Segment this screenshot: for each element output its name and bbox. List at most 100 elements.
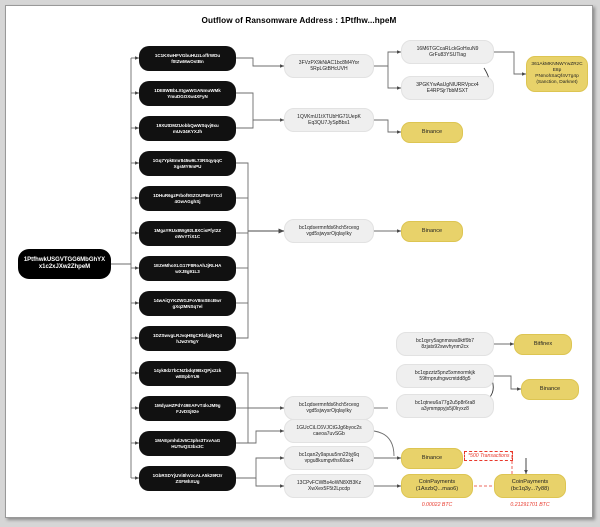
node-line2: oWvYTiX1C bbox=[174, 233, 201, 239]
service-line1: 361AkMKNNWYwZRzCE8p bbox=[531, 62, 583, 74]
service-line2: PNmohSaQf4V7g4p bbox=[535, 74, 579, 79]
node-line2: gXq2MNSq7el bbox=[172, 303, 203, 309]
service-label: Binance bbox=[539, 386, 561, 393]
node-line2: f0tZwMwOstBn bbox=[171, 58, 204, 64]
service-line2: (bc1q3y...7y88) bbox=[510, 486, 550, 492]
node-line1: 1DE8WBbLXtgwWGANmuWMk bbox=[154, 88, 221, 94]
hop-line1: 16M6TGCcaRLckGoHxuN9 bbox=[416, 45, 479, 52]
node-line1: 1MdyaHZPdY49EAFvT4loJM9g bbox=[154, 403, 221, 409]
amount-label-right: 0.21291701 BTC bbox=[510, 502, 550, 508]
page-title: Outflow of Ransomware Address : 1Ptfhw..… bbox=[201, 16, 397, 25]
hop-line2: vgd5sjwysrOjqlayIky bbox=[306, 231, 352, 237]
service-node-sanction[interactable]: 361AkMKNNWYwZRzCE8p PNmohSaQf4V7g4p (San… bbox=[526, 56, 588, 92]
hop-line1: 3FVzPX9kNiAC1bc8M4Yor bbox=[298, 59, 360, 66]
service-label: Bitfinex bbox=[533, 341, 553, 348]
root-line1: 1PtfhwkUSGVTGG6MbGhYX bbox=[23, 256, 106, 263]
hop-line1: bc1qyry5agnmswa9ktf9b7 bbox=[415, 337, 475, 344]
hop-line2: 5RpLGtBHcUVH bbox=[310, 66, 348, 72]
node-line1: 14wAiQYKZWGJFoV8mSEcBwr bbox=[153, 298, 222, 304]
node-line2: hJw2V5gY bbox=[176, 338, 199, 344]
service-node-binance-3[interactable]: Binance bbox=[521, 379, 579, 400]
service-line3: (Sanction, Darknet) bbox=[536, 79, 578, 85]
transactions-note: *500 Transactions bbox=[464, 451, 514, 461]
hop-line1: 1GUcCiLC6VJCtGJg6byoc2s bbox=[296, 424, 362, 431]
node-line1: 1C1KXwHFVGbuHUzLoffrWDu bbox=[154, 53, 221, 59]
hop-line1: 3PGKYwAaUgNIURRVpcx4 bbox=[416, 81, 479, 88]
root-line2: x1c2xJXw2ZhpeM bbox=[38, 264, 91, 270]
hop-line2: a3ymmppyjs5j0lryxz8 bbox=[421, 406, 469, 412]
hop-line2: E4RPSjr7bbMSXT bbox=[426, 88, 469, 94]
diagram-canvas: Outflow of Ransomware Address : 1Ptfhw..… bbox=[5, 5, 593, 518]
node-line2: mUv34KYXJh bbox=[172, 128, 203, 134]
node-line2: 4GwAGghSj bbox=[174, 198, 201, 204]
hop-line1: bc1qdsermnfds6hch5rcexg bbox=[298, 401, 360, 408]
hop-line2: GrFu83YSUTiag bbox=[429, 52, 466, 58]
service-line1: CoinPayments bbox=[418, 479, 456, 486]
hop-line2: vpgu8kumgvths60ac4 bbox=[304, 458, 354, 464]
service-node-binance-2[interactable]: Binance bbox=[401, 221, 463, 242]
node-line2: wEEpbYU6 bbox=[175, 373, 200, 379]
service-node-binance-1[interactable]: Binance bbox=[401, 122, 463, 143]
node-line2: YmuDGOXw4XFyN bbox=[167, 93, 208, 99]
hop-line2: 59frnprufngwcmtdd8g5 bbox=[419, 376, 471, 382]
hop-line2: vgd5sjwysrOjqlayIky bbox=[306, 408, 352, 414]
hop-line1: bc1qan2y9apuu5nn22tyj6q bbox=[298, 451, 360, 458]
node-line1: 19XUtDMZUobbQwWSqvj9xu bbox=[156, 123, 219, 129]
amount-label-left: 0.00022 BTC bbox=[421, 502, 453, 508]
hop-line1: bc1qpzztz5pnz5xmnormkjk bbox=[414, 369, 476, 376]
hop-line1: 13CPvFCWBs4oWN8XB3Kz bbox=[296, 479, 362, 486]
service-label: Binance bbox=[421, 455, 443, 462]
service-line2: (1AxzbQ...mao6) bbox=[415, 486, 459, 492]
service-node-binance-4[interactable]: Binance bbox=[401, 448, 463, 469]
service-node-coinpayments-2[interactable]: CoinPayments (bc1q3y...7y88) bbox=[494, 474, 566, 498]
service-label: Binance bbox=[421, 129, 443, 136]
node-line2: ZSFMhXUg bbox=[175, 478, 200, 484]
node-line2: FJvDSj92e bbox=[176, 408, 199, 414]
node-line2: XgsMY9mPU bbox=[173, 163, 202, 169]
hop-line1: bc1qdsermnfds6hch5rcexg bbox=[298, 224, 360, 231]
node-line2: HUTwQS3bx3C bbox=[171, 443, 204, 449]
hop-line2: XwXex5F5t2Lpcdp bbox=[308, 486, 350, 492]
node-line1: 1EZeMhoXLG17F8RoAhJjRLHA bbox=[153, 263, 222, 269]
hop-line1: bc1qtneu6a77g2u5p8r6ra8 bbox=[414, 399, 476, 406]
node-line1: 1MgaYRUx8Wg92L8XCisPfyt2Z bbox=[153, 228, 222, 234]
service-label: Binance bbox=[421, 228, 443, 235]
node-line1: 1DHuR6gzPrbof9SZOUP8xY7Cd bbox=[153, 193, 222, 199]
service-node-bitfinex[interactable]: Bitfinex bbox=[514, 334, 572, 355]
node-line1: 1GbRSDYjUVi8hVzcALA5k29R3r bbox=[152, 473, 223, 479]
source-address-node[interactable]: 1PtfhwkUSGVTGG6MbGhYX x1c2xJXw2ZhpeM bbox=[18, 249, 111, 279]
service-line1: CoinPayments bbox=[511, 479, 549, 486]
hop-line2: Eq3QU7JySpBbs1 bbox=[308, 120, 350, 126]
service-node-coinpayments-1[interactable]: CoinPayments (1AxzbQ...mao6) bbox=[401, 474, 473, 498]
node-line1: 1DZSwvgLRJvqH8gCRlafgjtHQ4 bbox=[152, 333, 222, 339]
hop-line1: 1QVKmU1tXTUbHG71UepK bbox=[297, 113, 361, 120]
node-line1: 1MAEpmhdJv5C3phs3TxvAaG bbox=[154, 438, 221, 444]
node-line1: 14yk8dz7bCNZbdqt9BxQPjx2zk bbox=[153, 368, 222, 374]
hop-line2: caeoa7uvSGb bbox=[313, 431, 345, 437]
